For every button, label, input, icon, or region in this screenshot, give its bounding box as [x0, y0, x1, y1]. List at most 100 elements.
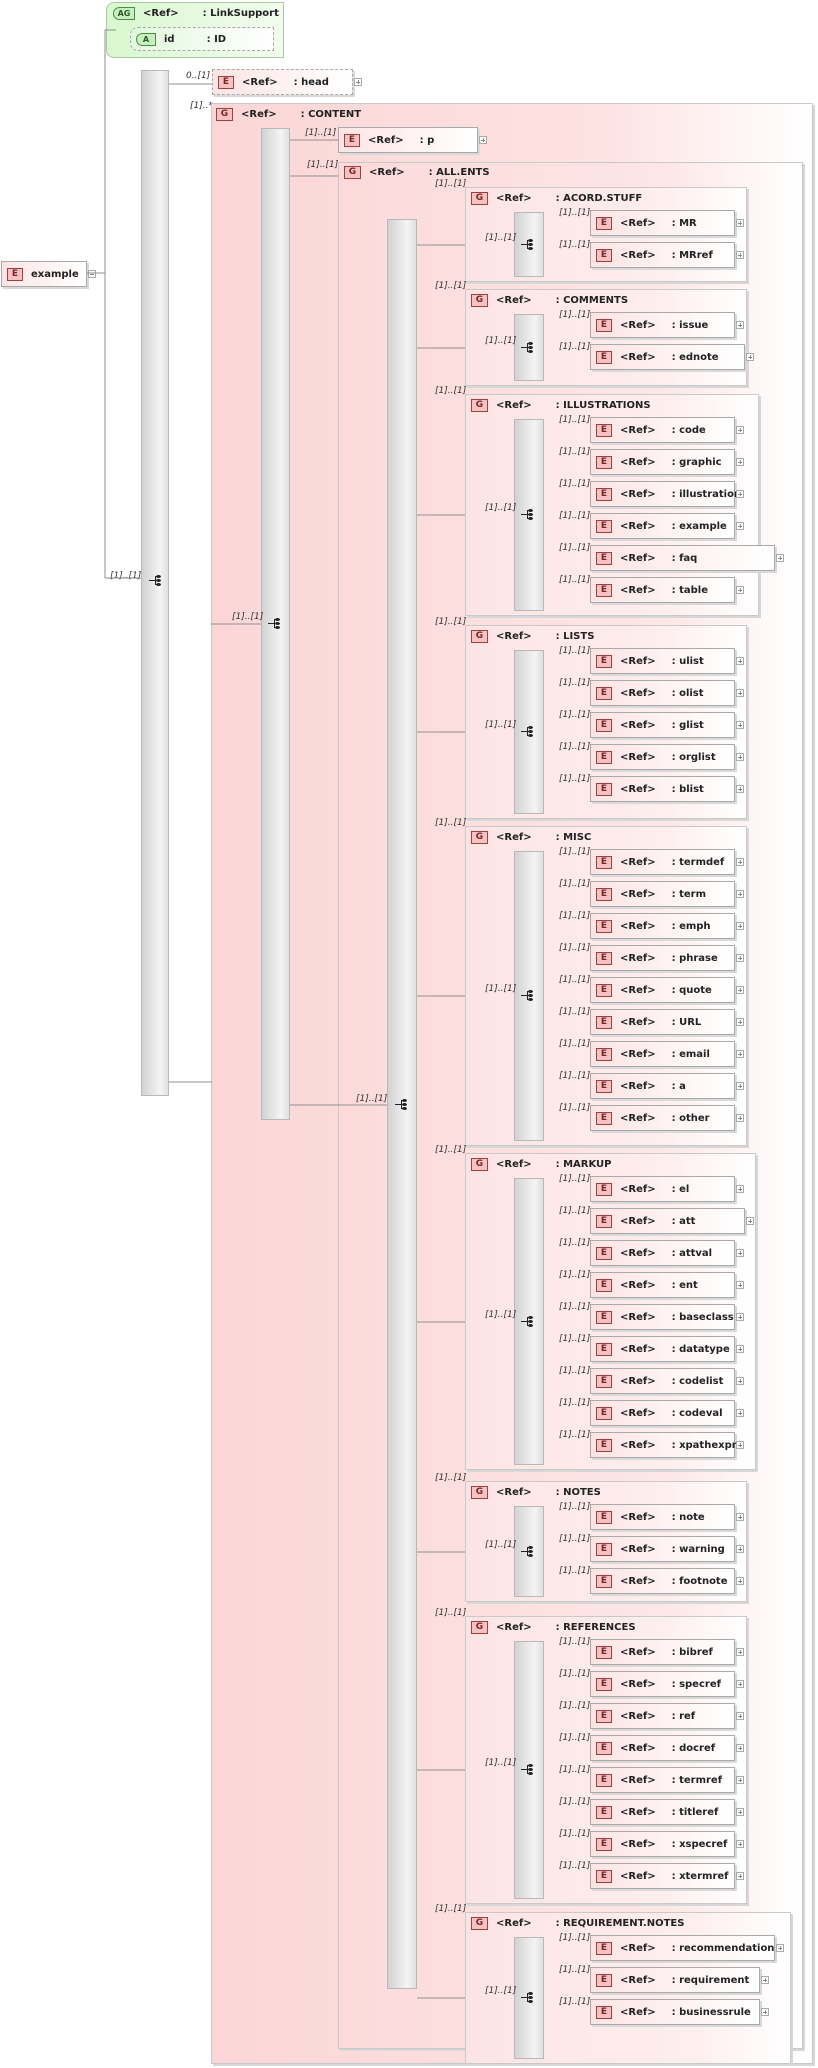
expand-icon[interactable] [776, 1944, 784, 1952]
expand-icon[interactable] [736, 1513, 744, 1521]
element-footnote[interactable]: E<Ref>: footnote [590, 1568, 744, 1594]
element-businessrule[interactable]: E<Ref>: businessrule [590, 1999, 769, 2025]
element-docref[interactable]: E<Ref>: docref [590, 1735, 744, 1761]
expand-icon[interactable] [761, 1976, 769, 1984]
expand-icon[interactable] [736, 1776, 744, 1784]
element-olist[interactable]: E<Ref>: olist [590, 680, 744, 706]
element-datatype[interactable]: E<Ref>: datatype [590, 1336, 744, 1362]
expand-icon[interactable] [736, 1808, 744, 1816]
element-ent[interactable]: E<Ref>: ent [590, 1272, 744, 1298]
element-termref[interactable]: E<Ref>: termref [590, 1767, 744, 1793]
element-termdef[interactable]: E<Ref>: termdef [590, 849, 744, 875]
expand-icon[interactable] [736, 954, 744, 962]
expand-icon[interactable] [736, 657, 744, 665]
element-el[interactable]: E<Ref>: el [590, 1176, 744, 1202]
element-bibref[interactable]: E<Ref>: bibref [590, 1639, 744, 1665]
element-code[interactable]: E<Ref>: code [590, 417, 744, 443]
expand-icon[interactable] [736, 1313, 744, 1321]
element-faq[interactable]: E<Ref>: faq [590, 545, 784, 571]
attribute-id[interactable]: A id : ID [130, 27, 274, 51]
expand-icon[interactable] [736, 1281, 744, 1289]
element-baseclass[interactable]: E<Ref>: baseclass [590, 1304, 744, 1330]
element-xtermref[interactable]: E<Ref>: xtermref [590, 1863, 744, 1889]
expand-icon[interactable] [736, 1872, 744, 1880]
element-orglist[interactable]: E<Ref>: orglist [590, 744, 744, 770]
expand-icon[interactable] [736, 219, 744, 227]
element-codeval[interactable]: E<Ref>: codeval [590, 1400, 744, 1426]
expand-icon[interactable] [736, 1840, 744, 1848]
element-other[interactable]: E<Ref>: other [590, 1105, 744, 1131]
element-requirement[interactable]: E<Ref>: requirement [590, 1967, 769, 1993]
element-codelist[interactable]: E<Ref>: codelist [590, 1368, 744, 1394]
expand-icon[interactable] [736, 1185, 744, 1193]
expand-icon[interactable] [736, 1114, 744, 1122]
expand-icon[interactable] [736, 890, 744, 898]
element-attval[interactable]: E<Ref>: attval [590, 1240, 744, 1266]
expand-icon[interactable] [736, 922, 744, 930]
expand-icon[interactable] [736, 586, 744, 594]
expand-icon[interactable] [736, 251, 744, 259]
element-illustration[interactable]: E<Ref>: illustration [590, 481, 744, 507]
element-recommendation[interactable]: E<Ref>: recommendation [590, 1935, 784, 1961]
element-att[interactable]: E<Ref>: att [590, 1208, 754, 1234]
expand-icon[interactable] [736, 1680, 744, 1688]
element-p[interactable]: E <Ref> : p [338, 127, 487, 153]
element-mrref[interactable]: E<Ref>: MRref [590, 242, 744, 268]
expand-icon[interactable] [736, 785, 744, 793]
expand-icon[interactable] [736, 426, 744, 434]
expand-icon[interactable] [736, 1050, 744, 1058]
expand-icon[interactable] [761, 2008, 769, 2016]
element-ref[interactable]: E<Ref>: ref [590, 1703, 744, 1729]
expand-icon[interactable] [736, 522, 744, 530]
element-head[interactable]: E <Ref> : head [212, 69, 362, 95]
expand-icon[interactable] [746, 353, 754, 361]
element-table[interactable]: E<Ref>: table [590, 577, 744, 603]
element-warning[interactable]: E<Ref>: warning [590, 1536, 744, 1562]
expand-icon[interactable] [736, 689, 744, 697]
expand-icon[interactable] [776, 554, 784, 562]
expand-icon[interactable] [736, 986, 744, 994]
expand-icon[interactable] [736, 1712, 744, 1720]
element-emph[interactable]: E<Ref>: emph [590, 913, 744, 939]
expand-icon[interactable] [736, 1545, 744, 1553]
element-graphic[interactable]: E<Ref>: graphic [590, 449, 744, 475]
element-quote[interactable]: E<Ref>: quote [590, 977, 744, 1003]
element-specref[interactable]: E<Ref>: specref [590, 1671, 744, 1697]
element-phrase[interactable]: E<Ref>: phrase [590, 945, 744, 971]
expand-icon[interactable] [736, 1249, 744, 1257]
expand-icon[interactable] [736, 858, 744, 866]
expand-icon[interactable] [736, 321, 744, 329]
expand-icon[interactable] [736, 1018, 744, 1026]
collapse-icon[interactable] [88, 270, 96, 278]
element-url[interactable]: E<Ref>: URL [590, 1009, 744, 1035]
expand-icon[interactable] [479, 136, 487, 144]
element-email[interactable]: E<Ref>: email [590, 1041, 744, 1067]
element-xspecref[interactable]: E<Ref>: xspecref [590, 1831, 744, 1857]
element-term[interactable]: E<Ref>: term [590, 881, 744, 907]
expand-icon[interactable] [736, 1577, 744, 1585]
expand-icon[interactable] [736, 490, 744, 498]
expand-icon[interactable] [736, 1377, 744, 1385]
element-issue[interactable]: E<Ref>: issue [590, 312, 744, 338]
expand-icon[interactable] [736, 721, 744, 729]
expand-icon[interactable] [736, 1082, 744, 1090]
expand-icon[interactable] [746, 1217, 754, 1225]
element-mr[interactable]: E<Ref>: MR [590, 210, 744, 236]
expand-icon[interactable] [736, 1345, 744, 1353]
element-titleref[interactable]: E<Ref>: titleref [590, 1799, 744, 1825]
element-example[interactable]: E<Ref>: example [590, 513, 744, 539]
expand-icon[interactable] [354, 78, 362, 86]
expand-icon[interactable] [736, 1648, 744, 1656]
element-xpathexpr[interactable]: E<Ref>: xpathexpr [590, 1432, 744, 1458]
element-ednote[interactable]: E<Ref>: ednote [590, 344, 754, 370]
expand-icon[interactable] [736, 1409, 744, 1417]
element-blist[interactable]: E<Ref>: blist [590, 776, 744, 802]
expand-icon[interactable] [736, 1744, 744, 1752]
element-ulist[interactable]: E<Ref>: ulist [590, 648, 744, 674]
root-element-example[interactable]: E example [1, 261, 96, 287]
element-glist[interactable]: E<Ref>: glist [590, 712, 744, 738]
expand-icon[interactable] [736, 753, 744, 761]
element-a[interactable]: E<Ref>: a [590, 1073, 744, 1099]
expand-icon[interactable] [736, 1441, 744, 1449]
expand-icon[interactable] [736, 458, 744, 466]
